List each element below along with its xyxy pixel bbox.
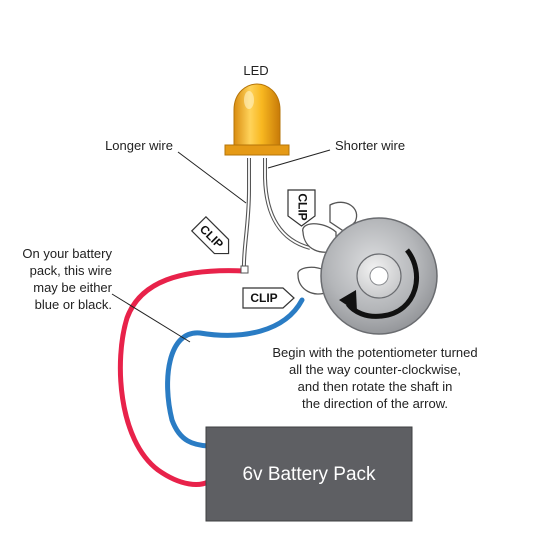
instruction-line: and then rotate the shaft in bbox=[298, 379, 453, 394]
red-wire bbox=[117, 268, 248, 487]
instruction-line: all the way counter-clockwise, bbox=[289, 362, 461, 377]
clockwise-arrow-icon bbox=[339, 248, 420, 319]
led bbox=[224, 83, 290, 156]
longer-wire-leader bbox=[177, 151, 247, 204]
battery-pack: 6v Battery Pack bbox=[205, 426, 413, 522]
clip-top-text: CLIP bbox=[295, 193, 309, 220]
clip-top-label: CLIP bbox=[287, 189, 316, 227]
instruction-line: the direction of the arrow. bbox=[302, 396, 448, 411]
clip-bottom-text: CLIP bbox=[250, 291, 277, 305]
longer-wire-label: Longer wire bbox=[105, 138, 173, 153]
shorter-wire-leader bbox=[267, 149, 331, 169]
instruction-text: Begin with the potentiometer turned all … bbox=[272, 345, 477, 411]
battery-note-line: blue or black. bbox=[35, 297, 112, 312]
clip-bottom-label: CLIP bbox=[242, 287, 295, 309]
battery-note-line: On your battery bbox=[22, 246, 112, 261]
battery-note-leader bbox=[111, 293, 191, 343]
battery-note-line: may be either bbox=[33, 280, 112, 295]
blue-wire bbox=[165, 297, 305, 449]
battery-pack-label: 6v Battery Pack bbox=[242, 464, 376, 485]
shorter-wire-label: Shorter wire bbox=[335, 138, 405, 153]
led-label: LED bbox=[243, 63, 268, 78]
battery-note: On your battery pack, this wire may be e… bbox=[22, 246, 112, 312]
clip-left-label: CLIP bbox=[190, 215, 230, 255]
battery-note-line: pack, this wire bbox=[30, 263, 112, 278]
led-leads bbox=[240, 158, 311, 274]
instruction-line: Begin with the potentiometer turned bbox=[272, 345, 477, 360]
